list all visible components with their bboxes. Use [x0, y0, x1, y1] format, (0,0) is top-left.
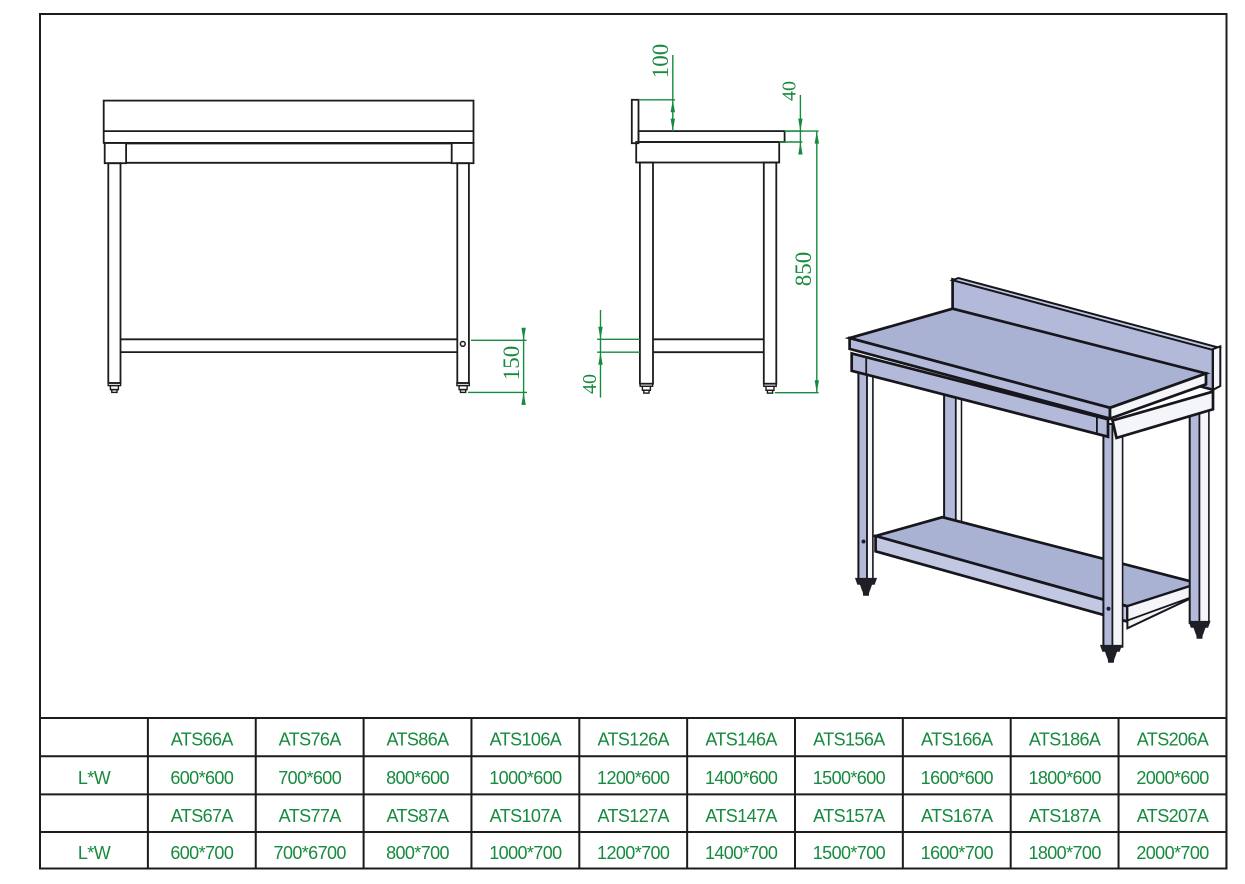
svg-text:ATS107A: ATS107A	[490, 806, 562, 826]
svg-text:600*700: 600*700	[170, 843, 233, 863]
svg-text:ATS156A: ATS156A	[813, 730, 885, 750]
svg-text:2000*700: 2000*700	[1136, 843, 1209, 863]
svg-text:1800*600: 1800*600	[1028, 768, 1101, 788]
svg-text:ATS76A: ATS76A	[279, 730, 342, 750]
svg-text:850: 850	[791, 252, 816, 287]
svg-text:1800*700: 1800*700	[1028, 843, 1101, 863]
svg-text:ATS67A: ATS67A	[171, 806, 234, 826]
svg-text:ATS157A: ATS157A	[813, 806, 885, 826]
svg-text:1600*700: 1600*700	[921, 843, 994, 863]
svg-text:ATS106A: ATS106A	[490, 730, 562, 750]
svg-text:800*600: 800*600	[386, 768, 449, 788]
svg-text:1200*700: 1200*700	[597, 843, 670, 863]
svg-text:1000*600: 1000*600	[489, 768, 562, 788]
svg-text:ATS146A: ATS146A	[705, 730, 777, 750]
svg-text:ATS77A: ATS77A	[279, 806, 342, 826]
svg-text:2000*600: 2000*600	[1136, 768, 1209, 788]
svg-text:ATS186A: ATS186A	[1029, 730, 1101, 750]
svg-text:L*W: L*W	[78, 768, 111, 788]
svg-text:ATS167A: ATS167A	[921, 806, 993, 826]
svg-text:1500*600: 1500*600	[813, 768, 886, 788]
svg-text:1000*700: 1000*700	[489, 843, 562, 863]
svg-text:ATS87A: ATS87A	[386, 806, 449, 826]
svg-text:ATS166A: ATS166A	[921, 730, 993, 750]
svg-text:1400*600: 1400*600	[705, 768, 778, 788]
svg-text:ATS126A: ATS126A	[597, 730, 669, 750]
svg-text:ATS207A: ATS207A	[1137, 806, 1209, 826]
svg-text:800*700: 800*700	[386, 843, 449, 863]
svg-text:ATS86A: ATS86A	[386, 730, 449, 750]
svg-text:L*W: L*W	[78, 843, 111, 863]
svg-text:ATS147A: ATS147A	[705, 806, 777, 826]
svg-text:1400*700: 1400*700	[705, 843, 778, 863]
svg-text:1200*600: 1200*600	[597, 768, 670, 788]
svg-text:40: 40	[779, 81, 801, 101]
svg-text:700*6700: 700*6700	[274, 843, 347, 863]
svg-text:ATS66A: ATS66A	[171, 730, 234, 750]
svg-text:1600*600: 1600*600	[921, 768, 994, 788]
svg-text:40: 40	[579, 374, 601, 394]
svg-text:ATS187A: ATS187A	[1029, 806, 1101, 826]
svg-text:1500*700: 1500*700	[813, 843, 886, 863]
svg-text:600*600: 600*600	[170, 768, 233, 788]
svg-text:ATS206A: ATS206A	[1137, 730, 1209, 750]
svg-text:700*600: 700*600	[278, 768, 341, 788]
svg-text:100: 100	[648, 44, 673, 79]
svg-text:ATS127A: ATS127A	[597, 806, 669, 826]
svg-text:150: 150	[499, 346, 524, 381]
